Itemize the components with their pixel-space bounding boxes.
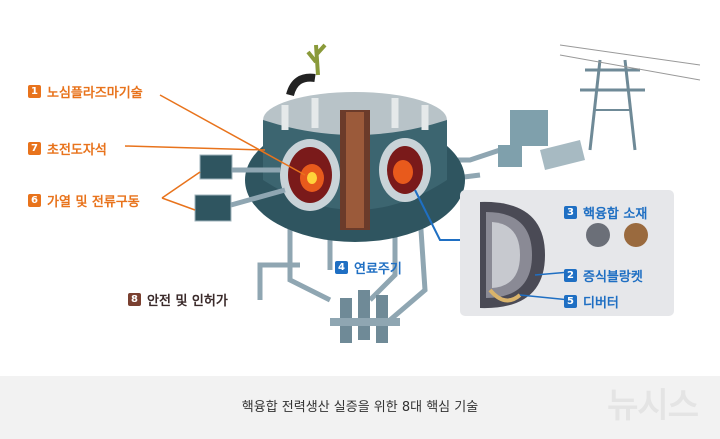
inset-leader (414, 189, 460, 241)
caption-bar (0, 376, 720, 439)
tokamak (245, 43, 465, 242)
leader-lines (124, 94, 306, 211)
blanket-cross-section (480, 201, 648, 309)
power-plant (498, 44, 701, 170)
fuel-cycle-plant (330, 290, 400, 343)
watermark-logo: 뉴시스 (607, 386, 699, 426)
reactor-illustration (124, 43, 701, 343)
figure-caption: 핵융합 전력생산 실증을 위한 8대 핵심 기술 (241, 400, 479, 415)
heating-units (194, 154, 286, 222)
